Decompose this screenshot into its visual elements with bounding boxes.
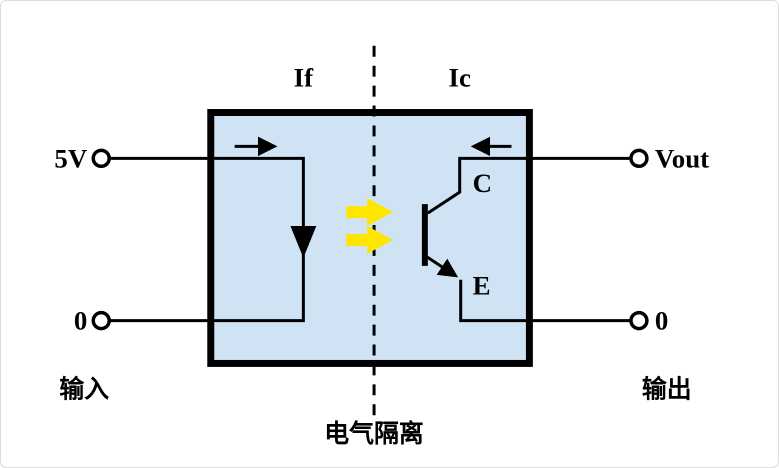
terminal-gnd-out xyxy=(629,310,649,331)
label-if: If xyxy=(294,63,314,93)
light-emission-arrow-top xyxy=(346,198,393,227)
terminal-5v xyxy=(91,148,111,169)
label-ic: Ic xyxy=(449,63,471,93)
light-emission-arrow-bottom xyxy=(346,226,393,254)
terminal-vout xyxy=(629,148,649,169)
label-gnd-in: 0 xyxy=(74,306,87,336)
label-input: 输入 xyxy=(59,374,109,403)
label-vout: Vout xyxy=(655,143,709,173)
collector-wire xyxy=(427,156,530,215)
label-isolation: 电气隔离 xyxy=(324,419,424,448)
terminal-gnd-in xyxy=(91,310,111,331)
label-emitter: E xyxy=(473,271,491,301)
label-collector: C xyxy=(473,168,492,198)
emitter-wire xyxy=(459,279,530,323)
label-gnd-out: 0 xyxy=(655,306,668,336)
label-output: 输出 xyxy=(642,374,692,403)
label-5v: 5V xyxy=(54,143,87,173)
led-diode-arrow xyxy=(290,226,317,258)
emitter-arrow xyxy=(426,255,459,278)
